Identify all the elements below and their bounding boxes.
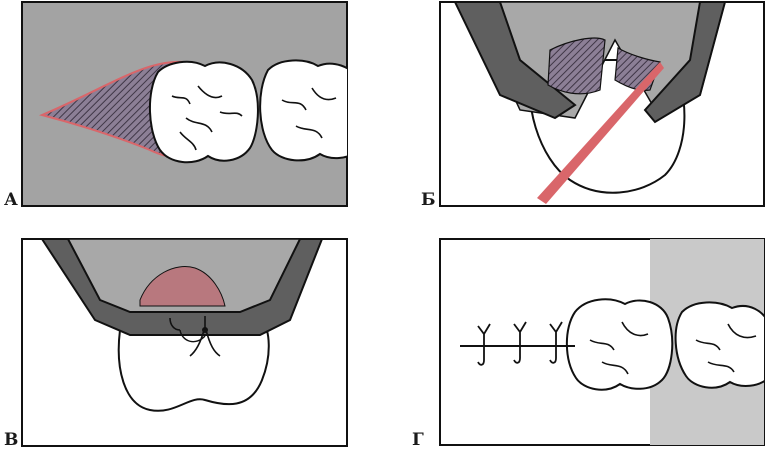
suture-thread — [189, 329, 221, 357]
suture-1 — [477, 323, 491, 366]
panel-v-label: В — [4, 430, 18, 450]
panel-g: Г — [412, 238, 765, 450]
molar-tooth-right-g — [674, 301, 764, 389]
molar-tooth-right — [259, 59, 347, 162]
suture-3 — [549, 321, 563, 364]
molar-fissures-right-g — [695, 323, 757, 373]
mucosal-flap-right — [643, 2, 727, 124]
panel-g-label: Г — [412, 430, 424, 450]
scalpel-blade — [537, 62, 664, 204]
molar-tooth-left-g — [565, 298, 674, 391]
molar-fissures-g — [589, 321, 649, 375]
tooth-crown-sutured — [117, 318, 270, 412]
panel-a: А — [4, 1, 348, 210]
panel-b: Б — [421, 1, 765, 210]
molar-tooth-left — [149, 60, 259, 164]
suture-loop — [179, 329, 206, 343]
panel-v: В — [4, 238, 348, 450]
suture-2 — [513, 321, 527, 364]
hatched-region-left — [547, 37, 606, 95]
suture-knot — [202, 327, 208, 333]
panel-a-label: А — [4, 190, 18, 210]
molar-fissure-lines-right — [281, 87, 337, 139]
closed-flap — [40, 239, 324, 336]
wound-area — [139, 266, 226, 307]
panel-b-label: Б — [421, 190, 436, 210]
mucosal-flap-left — [453, 2, 577, 120]
molar-fissure-lines — [171, 85, 243, 151]
